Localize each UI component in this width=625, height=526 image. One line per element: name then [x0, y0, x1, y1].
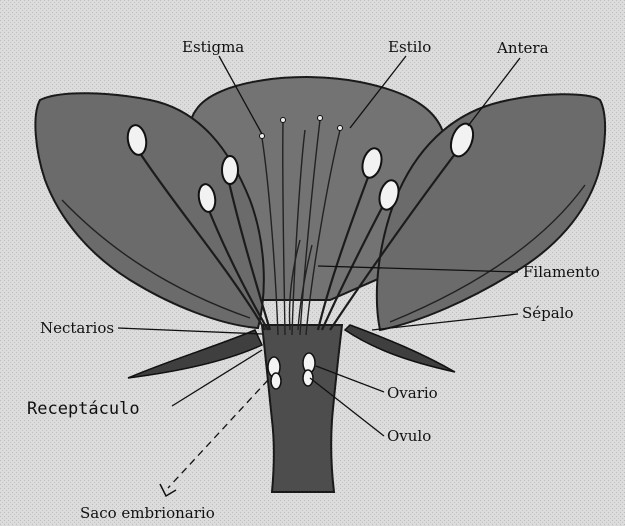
label-ovulo: Ovulo [387, 427, 431, 445]
label-filamento: Filamento [523, 263, 600, 281]
label-receptaculo: Receptáculo [27, 399, 140, 419]
label-estilo: Estilo [388, 38, 431, 56]
label-antera: Antera [496, 39, 549, 57]
ovule-right-bottom [303, 370, 313, 386]
label-sepalo: Sépalo [522, 304, 574, 322]
label-estigma: Estigma [182, 38, 244, 56]
label-ovario: Ovario [387, 384, 438, 402]
label-nectarios: Nectarios [40, 319, 114, 337]
receptacle [262, 325, 342, 492]
label-saco-embrionario: Saco embrionario [80, 504, 215, 522]
ovule-left-bottom [271, 373, 281, 389]
anther [222, 156, 238, 184]
